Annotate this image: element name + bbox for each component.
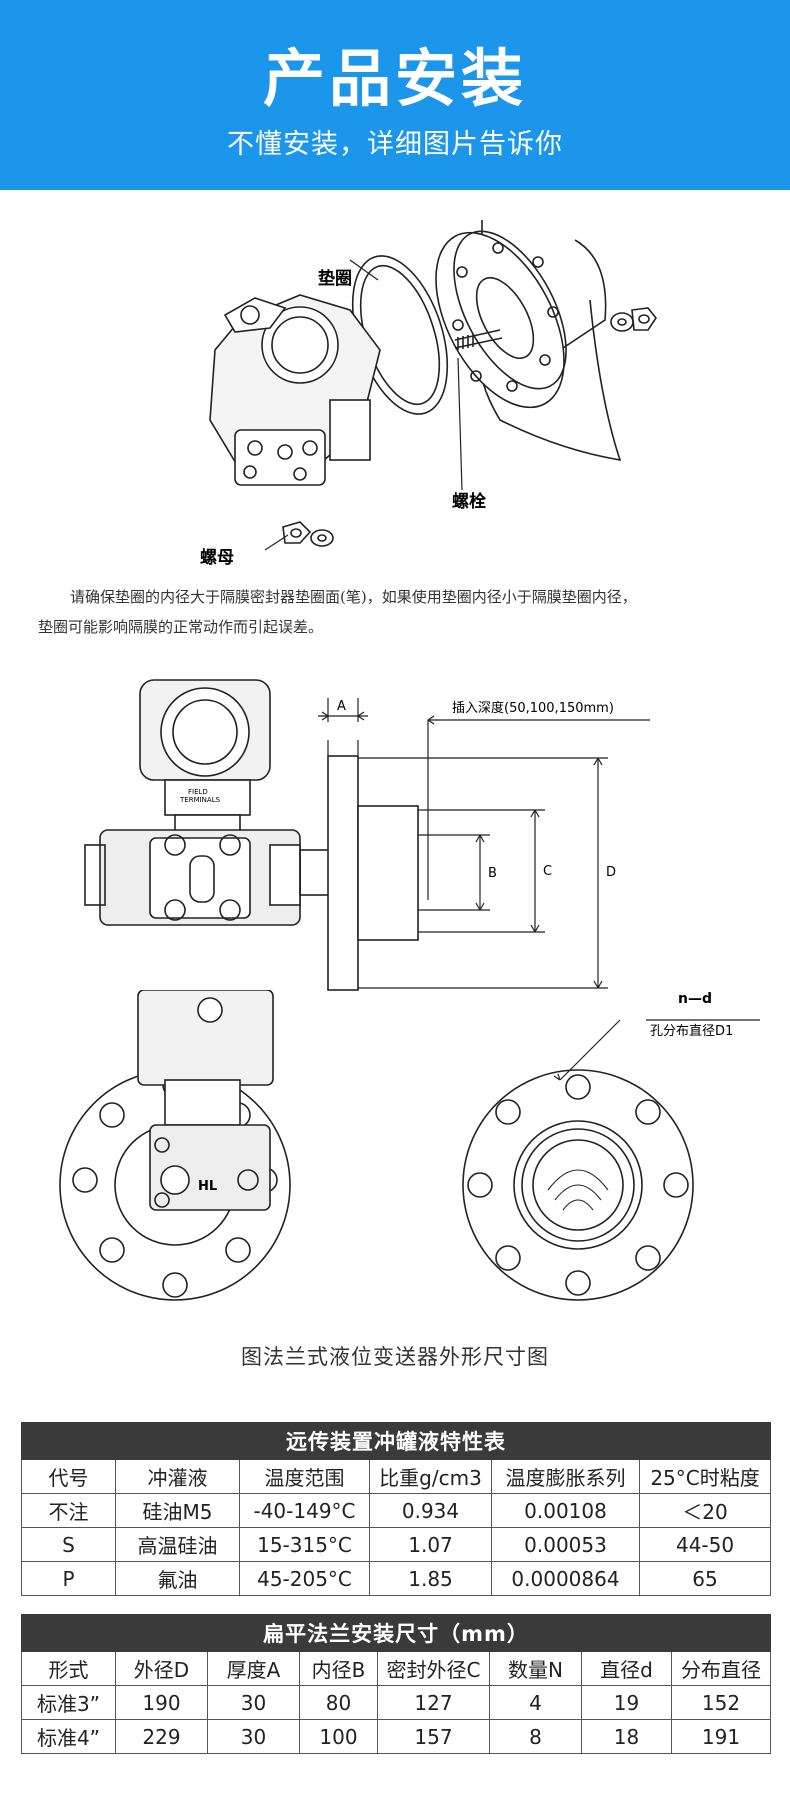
table-cell: 氟油 — [115, 1561, 240, 1596]
table-header: 温度范围 — [239, 1459, 370, 1494]
diagram-caption: 图法兰式液位变送器外形尺寸图 — [241, 1345, 549, 1369]
flange-dimension-table: 扁平法兰安装尺寸（mm） 形式 外径D 厚度A 内径B 密封外径C 数量N 直径… — [20, 1614, 772, 1754]
table-cell: 0.00108 — [491, 1493, 640, 1528]
table-header: 厚度A — [207, 1651, 300, 1686]
terminal-text-2: TERMINALS — [179, 796, 221, 804]
table-cell: 65 — [638, 1561, 772, 1596]
table-cell: -40-149°C — [239, 1493, 370, 1528]
table-cell: 15-315°C — [239, 1527, 370, 1562]
installation-exploded-diagram: 垫圈 螺栓 螺母 — [200, 220, 657, 568]
page-subtitle: 不懂安装，详细图片告诉你 — [227, 129, 563, 160]
table-header: 形式 — [21, 1651, 116, 1686]
label-nut: 螺母 — [200, 548, 234, 568]
note-line-2: 垫圈可能影响隔膜的正常动作而引起误差。 — [38, 618, 324, 636]
page-title: 产品安装 — [262, 42, 527, 115]
flange-front-diagram: n—d 孔分布直径D1 HL — [59, 990, 760, 1301]
table-row: 不注 硅油M5 -40-149°C 0.934 0.00108 ＜20 — [21, 1493, 772, 1528]
table-cell: 19 — [581, 1685, 672, 1720]
table-cell: 191 — [670, 1719, 772, 1754]
table-header: 分布直径 — [670, 1651, 772, 1686]
table-header: 直径d — [581, 1651, 672, 1686]
header-banner: 产品安装 不懂安装，详细图片告诉你 — [0, 0, 790, 190]
table-cell: 高温硅油 — [115, 1527, 240, 1562]
table-header: 代号 — [21, 1459, 116, 1494]
table-header: 冲灌液 — [115, 1459, 240, 1494]
fill-fluid-table: 远传装置冲罐液特性表 代号 冲灌液 温度范围 比重g/cm3 温度膨胀系列 25… — [20, 1422, 772, 1596]
table-cell: 44-50 — [638, 1527, 772, 1562]
table-cell: 190 — [115, 1685, 208, 1720]
table-header: 数量N — [489, 1651, 582, 1686]
table-cell: 0.0000864 — [491, 1561, 640, 1596]
table-row: 标准3” 190 30 80 127 4 19 152 — [21, 1685, 772, 1720]
table-cell: 8 — [489, 1719, 582, 1754]
table-header: 外径D — [115, 1651, 208, 1686]
table-cell: 152 — [670, 1685, 772, 1720]
table-cell: 1.07 — [369, 1527, 492, 1562]
flange-dimension-table-title: 扁平法兰安装尺寸（mm） — [20, 1614, 772, 1652]
table-header: 25°C时粘度 — [638, 1459, 772, 1494]
table-cell: 硅油M5 — [115, 1493, 240, 1528]
fill-fluid-table-title: 远传装置冲罐液特性表 — [20, 1422, 772, 1460]
terminal-text-1: FIELD — [188, 788, 208, 796]
table-cell: 80 — [299, 1685, 378, 1720]
table-cell: 30 — [207, 1719, 300, 1754]
side-dimension-diagram: FIELD TERMINALS A 插入深度(50,100,150mm) B C… — [84, 679, 650, 991]
table-cell: 不注 — [21, 1493, 116, 1528]
table-cell: 0.934 — [369, 1493, 492, 1528]
table-cell: S — [21, 1527, 116, 1562]
table-row: 标准4” 229 30 100 157 8 18 191 — [21, 1719, 772, 1754]
gasket-note: 请确保垫圈的内径大于隔膜密封器垫圈面(笔)，如果使用垫圈内径小于隔膜垫圈内径， … — [38, 582, 758, 642]
table-cell: P — [21, 1561, 116, 1596]
label-gasket: 垫圈 — [318, 268, 352, 289]
label-dim-d: D — [606, 865, 616, 880]
label-hl: HL — [198, 1179, 217, 1194]
table-cell: 18 — [581, 1719, 672, 1754]
table-cell: 标准3” — [21, 1685, 116, 1720]
label-dim-c: C — [543, 864, 552, 879]
table-cell: 30 — [207, 1685, 300, 1720]
table-header: 内径B — [299, 1651, 378, 1686]
table-cell: 标准4” — [21, 1719, 116, 1754]
table-row: P 氟油 45-205°C 1.85 0.0000864 65 — [21, 1561, 772, 1596]
table-cell: 1.85 — [369, 1561, 492, 1596]
note-line-1: 请确保垫圈的内径大于隔膜密封器垫圈面(笔)，如果使用垫圈内径小于隔膜垫圈内径， — [70, 588, 637, 606]
table-cell: 0.00053 — [491, 1527, 640, 1562]
label-dim-a: A — [337, 699, 346, 714]
table-cell: 45-205°C — [239, 1561, 370, 1596]
label-insert-depth: 插入深度(50,100,150mm) — [452, 700, 614, 716]
label-nd: n—d — [678, 991, 712, 1007]
label-bolt: 螺栓 — [452, 491, 486, 512]
table-cell: 100 — [299, 1719, 378, 1754]
label-hole-circle: 孔分布直径D1 — [650, 1024, 733, 1039]
table-cell: ＜20 — [638, 1493, 772, 1528]
table-cell: 157 — [377, 1719, 490, 1754]
table-cell: 229 — [115, 1719, 208, 1754]
table-header: 密封外径C — [377, 1651, 490, 1686]
table-row: S 高温硅油 15-315°C 1.07 0.00053 44-50 — [21, 1527, 772, 1562]
table-cell: 4 — [489, 1685, 582, 1720]
table-cell: 127 — [377, 1685, 490, 1720]
table-header: 比重g/cm3 — [369, 1459, 492, 1494]
label-dim-b: B — [488, 866, 497, 881]
table-header: 温度膨胀系列 — [491, 1459, 640, 1494]
